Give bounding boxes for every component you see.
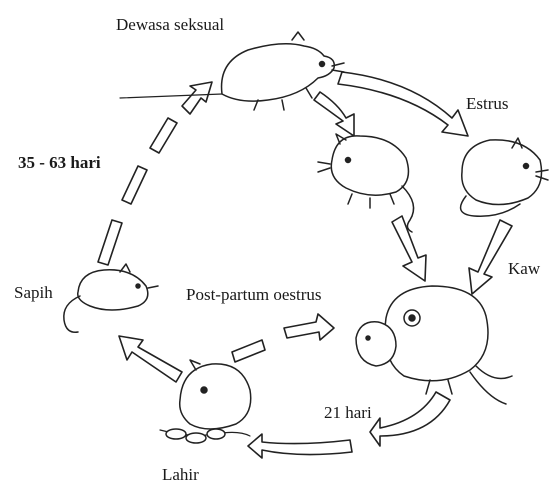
label-kawin: Kaw [508,260,540,277]
arrow-to-mating-right [469,220,512,294]
arrow-left-seg-2 [122,166,147,204]
label-sapih: Sapih [14,284,53,301]
rat-litter-icon [160,360,251,443]
rat-estrus-icon [461,138,548,216]
arrow-to-lahir [248,434,352,458]
rat-adult-icon [120,32,344,110]
label-dewasa-seksual: Dewasa seksual [116,16,224,33]
arrow-left-seg-4 [182,82,212,114]
label-lahir: Lahir [162,466,199,483]
arrow-to-mating-left [392,216,426,281]
arrow-postpartum-2 [284,314,334,340]
arrow-left-seg-1 [98,220,122,265]
rat-weaned-icon [64,264,158,332]
label-estrus: Estrus [466,95,509,112]
arrow-to-estrus [338,72,468,136]
label-post-partum-oestrus: Post-partum oestrus [186,286,322,303]
label-21-hari: 21 hari [324,404,372,421]
arrow-to-sapih [119,336,182,382]
arrow-to-young [314,92,354,136]
arrow-postpartum-1 [232,340,265,362]
arrow-21-hari [370,392,450,446]
rats-mating-icon [356,286,512,404]
arrow-left-seg-3 [150,118,177,153]
label-35-63-hari: 35 - 63 hari [18,154,101,171]
